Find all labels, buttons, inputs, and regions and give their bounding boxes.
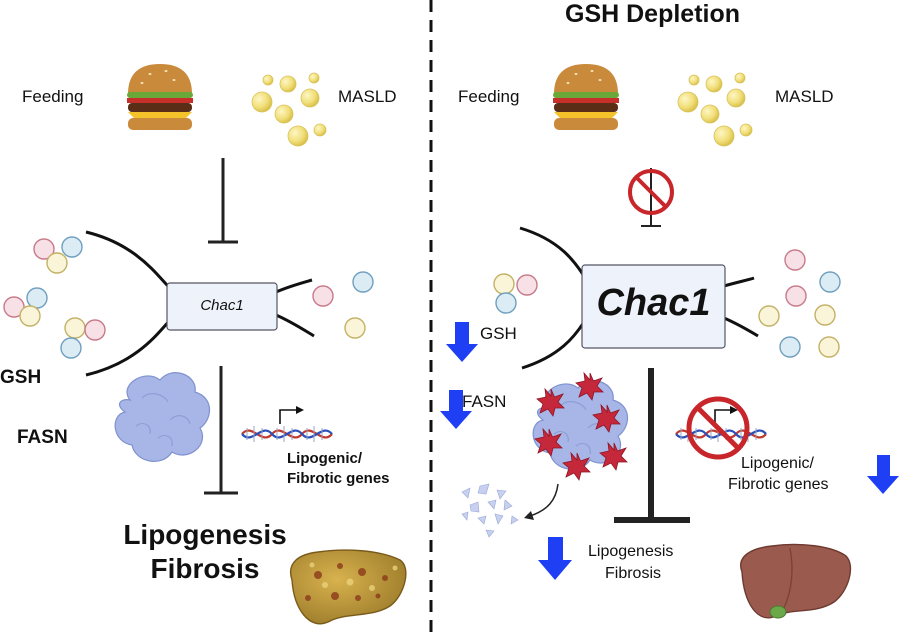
genes-label-right-2: Fibrotic genes [728,476,829,493]
fasn-down-arrow [440,390,472,429]
outcome-label-left-1: Lipogenesis [123,519,287,550]
chac1-gene-box-large [581,264,726,349]
down-arrows [440,322,899,580]
protein-fragments-icon [461,483,519,538]
burger-icon [127,64,193,130]
right-panel-title: GSH Depletion [565,0,741,28]
fasn-label-right: FASN [462,392,507,411]
feeding-label-right: Feeding [458,87,520,106]
outcome-label-right-1: Lipogenesis [588,543,674,560]
fasn-protein-icon [114,372,211,462]
chac1-label-right: Chac1 [596,282,711,324]
gsh-molecules-left [3,236,374,359]
lipid-droplets-icon-right [677,72,753,147]
feeding-label-left: Feeding [22,87,84,106]
blocked-inhibition-icon [628,168,674,227]
blocked-transcription-icon [686,396,750,460]
gsh-label-left: GSH [0,367,42,388]
gsh-molecules-right [493,249,841,358]
masld-label-left: MASLD [338,87,397,106]
fibrotic-liver-icon [289,549,407,625]
masld-label-right: MASLD [775,87,834,106]
outcome-label-left-2: Fibrosis [150,553,260,584]
outcome-down-arrow [538,537,572,580]
outcome-label-right-2: Fibrosis [605,565,662,582]
gsh-down-arrow [446,322,478,362]
burger-icon-right [553,64,619,130]
dna-icon [240,424,334,444]
genes-label-left-1: Lipogenic/ [287,450,362,467]
chac1-label-left: Chac1 [200,297,244,314]
genes-label-left-2: Fibrotic genes [287,470,390,487]
gsh-label-right: GSH [480,324,517,343]
fasn-label-left: FASN [17,427,68,448]
lipid-droplets-icon [251,72,327,147]
genes-label-right-1: Lipogenic/ [741,455,814,472]
damaged-fasn-icon [532,372,629,481]
healthy-liver-icon [740,543,852,619]
genes-down-arrow [867,455,899,494]
chac1-gene-box [166,282,278,331]
